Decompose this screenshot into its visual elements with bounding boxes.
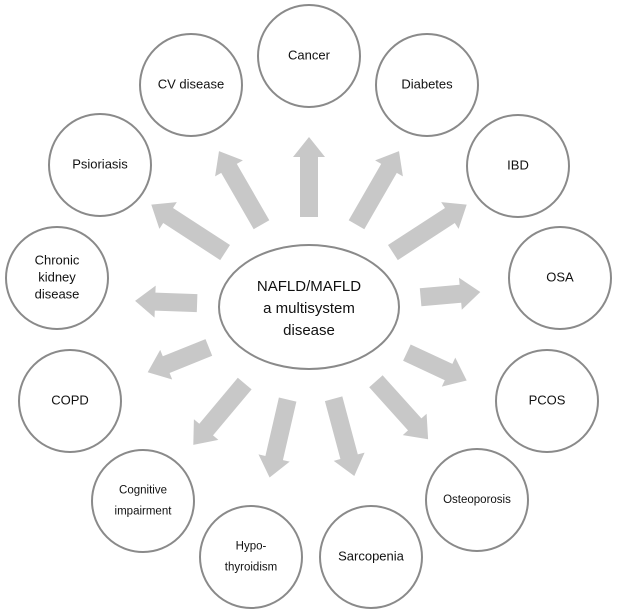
center-label-line-2: a multisystem (263, 300, 355, 317)
node-label-osteoporosis-line-1: Osteoporosis (443, 494, 511, 506)
node-label-chronic-kidney-disease-line-3: disease (35, 286, 80, 301)
arrow-to-cv-disease (215, 151, 270, 230)
arrow-to-osteoporosis (369, 375, 429, 440)
node-circle-sarcopenia (319, 505, 423, 609)
node-circle-diabetes (375, 33, 479, 137)
node-circle-hypothyroidism (199, 505, 303, 609)
node-label-ibd-line-1: IBD (507, 157, 529, 172)
node-osteoporosis: Osteoporosis (425, 448, 529, 552)
node-chronic-kidney-disease: Chronic kidney disease (5, 226, 109, 330)
center-node: NAFLD/MAFLD a multisystem disease (218, 244, 400, 370)
arrow-to-osa (419, 277, 481, 310)
arrow-to-pcos (403, 344, 467, 387)
node-label-cancer-line-1: Cancer (288, 47, 331, 62)
node-label-hypothyroidism-line-2: thyroidism (225, 562, 277, 574)
arrow-to-hypothyroidism (258, 397, 297, 478)
node-circle-psioriasis (48, 113, 152, 217)
node-circle-osa (508, 226, 612, 330)
arrow-to-sarcopenia (324, 396, 365, 476)
node-copd: COPD (18, 349, 122, 453)
node-label-cognitive-impairment-line-2: impairment (115, 506, 173, 518)
node-label-cv-disease-line-1: CV disease (158, 76, 224, 91)
arrow-to-cognitive (193, 377, 252, 445)
arrow-to-chronic-kidney (135, 285, 198, 318)
node-label-chronic-kidney-disease-line-2: kidney (38, 269, 76, 284)
node-label-osa-line-1: OSA (546, 269, 574, 284)
node-sarcopenia: Sarcopenia (319, 505, 423, 609)
node-circle-cv-disease (139, 33, 243, 137)
node-circle-cancer (257, 4, 361, 108)
arrow-to-diabetes (348, 151, 403, 230)
node-pcos: PCOS (495, 349, 599, 453)
node-circle-chronic-kidney-disease (5, 226, 109, 330)
arrow-to-ibd (388, 202, 467, 261)
node-label-psioriasis-line-1: Psioriasis (72, 156, 128, 171)
node-hypothyroidism: Hypo-thyroidism (199, 505, 303, 609)
node-label-sarcopenia-line-1: Sarcopenia (338, 548, 405, 563)
node-cv-disease: CV disease (139, 33, 243, 137)
center-label-line-3: disease (283, 322, 335, 339)
arrow-to-cancer (293, 137, 325, 217)
node-label-hypothyroidism-line-1: Hypo- (236, 541, 267, 553)
node-circle-pcos (495, 349, 599, 453)
arrow-to-psioriasis (151, 202, 230, 261)
node-cognitive-impairment: Cognitive impairment (91, 449, 195, 553)
center-ellipse (218, 244, 400, 370)
center-label-line-1: NAFLD/MAFLD (257, 278, 361, 295)
node-cancer: Cancer (257, 4, 361, 108)
node-osa: OSA (508, 226, 612, 330)
node-label-cognitive-impairment-line-1: Cognitive (119, 485, 167, 497)
node-label-chronic-kidney-disease-line-1: Chronic (35, 252, 80, 267)
node-ibd: IBD (466, 114, 570, 218)
arrow-to-copd (147, 339, 213, 380)
node-label-diabetes-line-1: Diabetes (401, 76, 453, 91)
node-label-copd-line-1: COPD (51, 392, 89, 407)
node-circle-cognitive-impairment (91, 449, 195, 553)
node-label-pcos-line-1: PCOS (529, 392, 566, 407)
node-circle-copd (18, 349, 122, 453)
node-circle-osteoporosis (425, 448, 529, 552)
node-circle-ibd (466, 114, 570, 218)
node-diabetes: Diabetes (375, 33, 479, 137)
node-psioriasis: Psioriasis (48, 113, 152, 217)
arrows-layer (135, 137, 481, 478)
